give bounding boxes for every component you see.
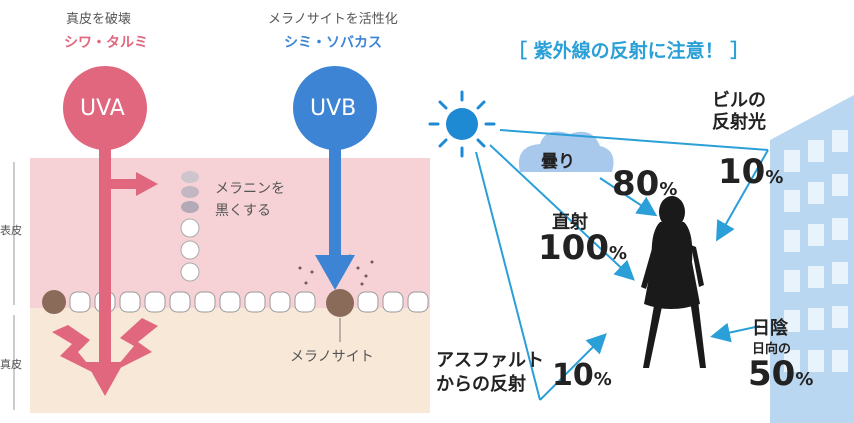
- lightning-left-icon: [52, 325, 96, 374]
- sun-icon: [428, 90, 496, 158]
- dermis-label: 真皮: [0, 358, 22, 371]
- epidermis-layer: [30, 158, 430, 308]
- ray-direct: [489, 144, 635, 281]
- melanin-note-line-2: 黒くする: [215, 203, 271, 219]
- uvb-circle: [293, 66, 377, 150]
- lightning-right-icon: [112, 318, 158, 372]
- uvb-label: UVB: [310, 96, 357, 121]
- melanocyte-label: メラノサイト: [290, 349, 374, 365]
- uva-caption: 真皮を破壊: [66, 12, 132, 27]
- ray-arrows: [475, 129, 769, 401]
- building-label-2: 反射光: [712, 112, 766, 133]
- shade-value: 50%: [748, 354, 814, 394]
- uvb-caption: メラノサイトを活性化: [268, 12, 398, 27]
- reflection-title: ［ 紫外線の反射に注意！ ］: [508, 40, 750, 62]
- uva-effect: シワ・タルミ: [64, 35, 148, 51]
- epidermis-label: 表皮: [0, 224, 22, 237]
- asphalt-label-1: アスファルト: [436, 350, 544, 371]
- ray-cloud: [599, 177, 658, 217]
- woman-silhouette: [641, 196, 706, 368]
- cloudy-label: 曇り: [541, 152, 575, 172]
- ray-shade: [710, 322, 761, 343]
- ray-to-building: [499, 129, 769, 151]
- shade-label-2: 日向の: [752, 342, 792, 357]
- uvb-arrow: [315, 140, 355, 290]
- asphalt-value: 10%: [552, 358, 612, 393]
- uvb-effect: シミ・ソバカス: [284, 35, 382, 51]
- melanin-cell-column: [180, 171, 200, 282]
- direct-label: 直射: [552, 212, 588, 233]
- ray-building-reflect: [716, 149, 769, 242]
- melanocyte-cell: [326, 289, 354, 317]
- shade-label-1: 日陰: [752, 318, 788, 339]
- melanin-note-line-1: メラニンを: [215, 181, 285, 197]
- asphalt-label-2: からの反射: [436, 374, 526, 395]
- cloud-icon: [518, 131, 614, 172]
- dermis-layer: [30, 308, 430, 413]
- uva-label: UVA: [80, 96, 125, 121]
- building-icon: [770, 95, 854, 423]
- uva-circle: [63, 66, 147, 150]
- ray-asphalt-reflect: [539, 333, 607, 401]
- building-label-1: ビルの: [712, 90, 766, 111]
- building-value: 10%: [718, 152, 784, 192]
- direct-value: 100%: [538, 228, 628, 268]
- ray-to-ground: [475, 151, 541, 401]
- cloudy-value: 80%: [612, 164, 678, 204]
